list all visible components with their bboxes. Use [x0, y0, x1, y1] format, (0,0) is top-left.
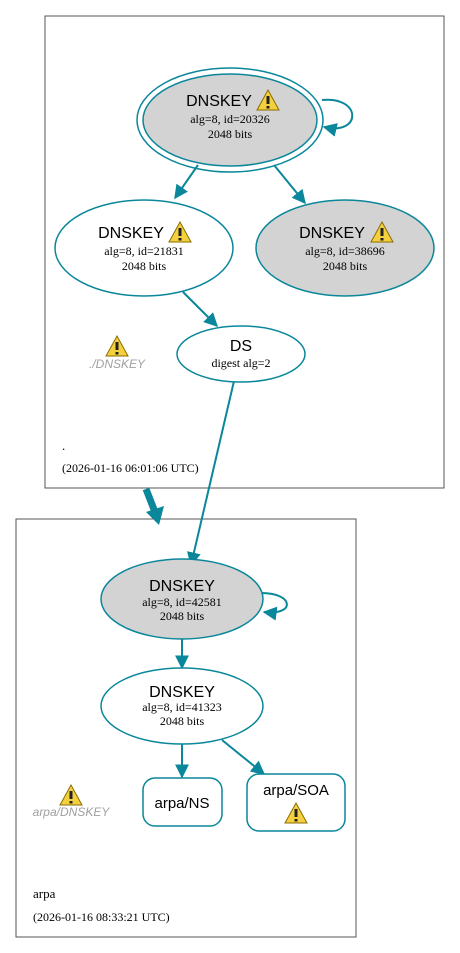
zone-box-root [44, 15, 445, 489]
node-title: DNSKEY [149, 578, 215, 595]
node-title: arpa/NS [154, 795, 209, 812]
delegation-arrowhead [146, 506, 164, 525]
node-detail: alg=8, id=38696 [305, 244, 385, 258]
node-detail: 2048 bits [208, 127, 253, 141]
warning-triangle-icon [59, 784, 83, 806]
edge-root-to-arpa-delegation [142, 487, 159, 514]
edge-arpa-ksk-self [260, 592, 288, 621]
zone-name-root: . [62, 438, 65, 453]
node-detail: 2048 bits [160, 609, 205, 623]
node-detail: 2048 bits [160, 714, 205, 728]
node-arpa-ns[interactable]: arpa/NS [142, 777, 223, 827]
edge-root-ksk-self [321, 98, 354, 137]
node-arpa-soa[interactable]: arpa/SOA [246, 773, 346, 832]
node-arpa-ksk[interactable]: DNSKEY alg=8, id=42581 2048 bits [100, 558, 264, 640]
node-title: DNSKEY [149, 684, 215, 701]
edge-arpa-zsk-soa [221, 739, 266, 775]
node-root-ds[interactable]: DS digest alg=2 [176, 325, 306, 383]
edge-root-ksk-zsk2 [273, 164, 306, 205]
node-arpa-zsk[interactable]: DNSKEY alg=8, id=41323 2048 bits [100, 667, 264, 745]
node-detail: alg=8, id=20326 [190, 112, 270, 126]
missing-dnskey-label: arpa/DNSKEY [33, 805, 111, 819]
node-detail: alg=8, id=41323 [142, 700, 222, 714]
node-title: DS [230, 338, 252, 355]
node-detail: digest alg=2 [211, 356, 270, 370]
zone-name-arpa: arpa [33, 886, 56, 901]
edge-root-ksk-zsk1 [174, 164, 199, 200]
missing-dnskey-arpa: arpa/DNSKEY [33, 784, 111, 819]
zone-box-arpa [15, 518, 357, 938]
node-detail: alg=8, id=21831 [104, 244, 184, 258]
node-title: DNSKEY [299, 225, 365, 242]
zone-timestamp-root: (2026-01-16 06:01:06 UTC) [62, 461, 199, 475]
node-detail: 2048 bits [323, 259, 368, 273]
node-title: arpa/SOA [263, 782, 329, 799]
node-detail: 2048 bits [122, 259, 167, 273]
node-detail: alg=8, id=42581 [142, 595, 222, 609]
warning-triangle-icon [105, 335, 129, 357]
node-root-zsk1[interactable]: DNSKEY alg=8, id=21831 2048 bits [54, 199, 234, 297]
node-title: DNSKEY [186, 93, 252, 110]
node-root-zsk2[interactable]: DNSKEY alg=8, id=38696 2048 bits [255, 199, 435, 297]
zone-timestamp-arpa: (2026-01-16 08:33:21 UTC) [33, 910, 170, 924]
edge-root-zsk1-ds [182, 291, 218, 327]
node-root-ksk[interactable]: DNSKEY alg=8, id=20326 2048 bits [136, 67, 324, 173]
missing-dnskey-label: ./DNSKEY [89, 357, 146, 371]
edge-root-ds-arpa-ksk [187, 380, 235, 567]
missing-dnskey-root: ./DNSKEY [89, 335, 146, 371]
node-title: DNSKEY [98, 225, 164, 242]
